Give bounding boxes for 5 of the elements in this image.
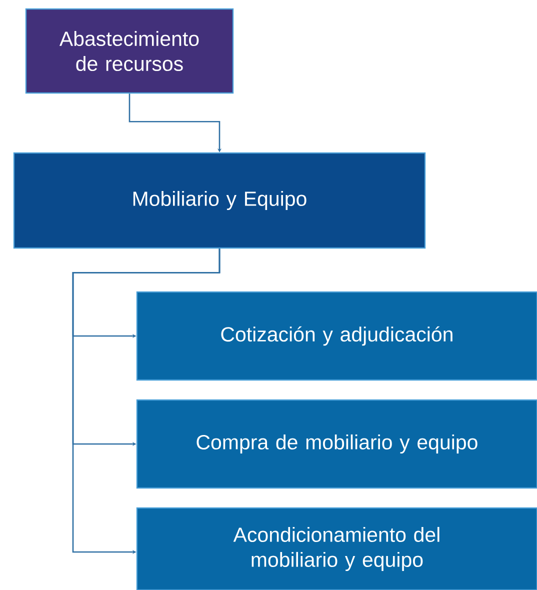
process-box: Acondicionamiento del mobiliario y equipo xyxy=(136,507,537,590)
process-box: Mobiliario y Equipo xyxy=(13,152,426,249)
process-box: Cotización y adjudicación xyxy=(136,291,537,381)
process-box: Abastecimiento de recursos xyxy=(25,8,234,94)
process-box: Compra de mobiliario y equipo xyxy=(136,399,537,489)
